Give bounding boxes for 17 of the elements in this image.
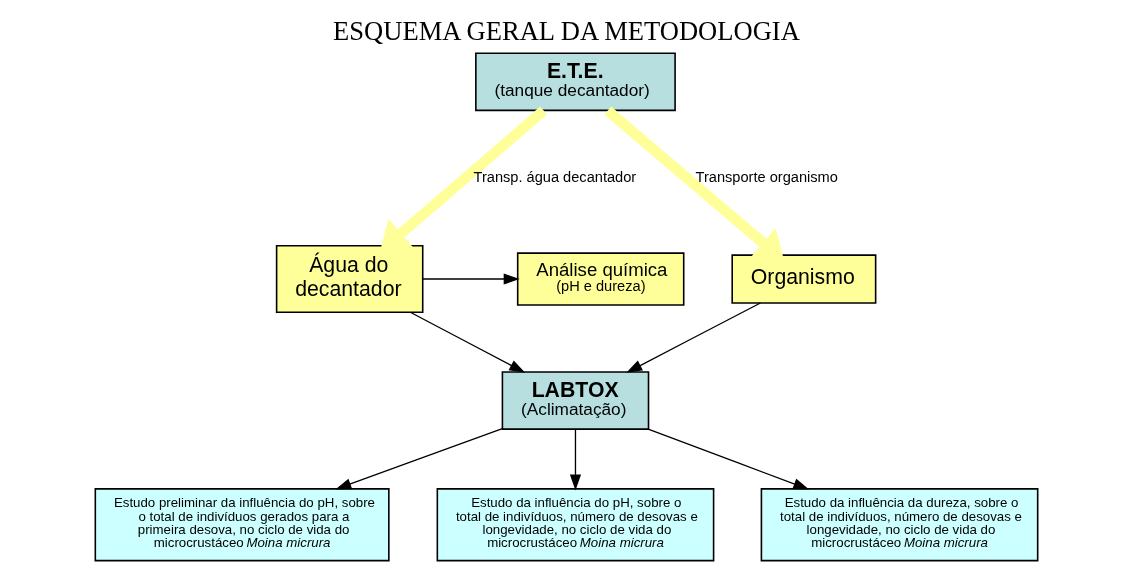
- arrow: [647, 428, 810, 490]
- edge-label: Transporte organismo: [695, 168, 838, 185]
- node-box: Estudo da influência do pH, sobre o total de indivíduos, número de desovas e longevidade, no ciclo de vida do microcrustáceo Moina micrura: [436, 488, 715, 562]
- node-box: LABTOX (Aclimatação): [501, 371, 650, 430]
- arrow: [569, 428, 582, 491]
- arrow: [626, 302, 762, 373]
- node-box: Análise química (pH e dureza): [516, 252, 685, 306]
- arrow: [410, 311, 526, 373]
- arrow: [422, 273, 520, 285]
- node-box: Água do decantador: [275, 245, 424, 314]
- diagram-title: ESQUEMA GERAL DA METODOLOGIA: [333, 15, 800, 46]
- node-box: E.T.E. (tanque decantador): [475, 52, 676, 112]
- edge-label: Transp. água decantador: [473, 168, 637, 185]
- node-box: Estudo da influência da dureza, sobre o total de indivíduos, número de desovas e longevidade, no ciclo de vida do microcrustáceo Moina micrura: [760, 488, 1039, 562]
- arrow: [335, 427, 503, 490]
- node-box: Organismo: [731, 254, 877, 304]
- node-box: Estudo preliminar da influência do pH, sobre o total de indivíduos gerados para a primeira desova, no ciclo de vida do microcrustáceo Moina micrura: [94, 488, 390, 562]
